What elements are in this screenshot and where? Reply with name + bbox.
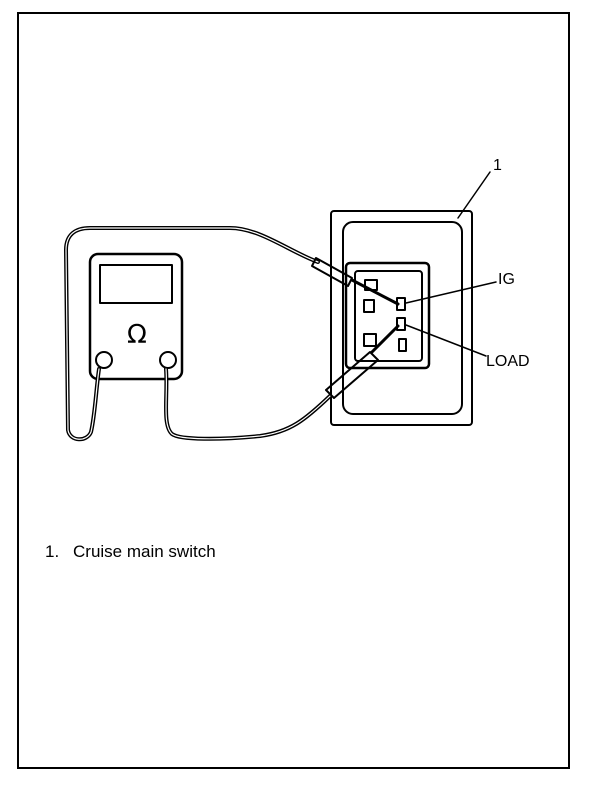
ig-label: IG [498, 271, 515, 288]
legend-item-text: Cruise main switch [73, 542, 216, 561]
leader-line-part-1 [457, 171, 491, 219]
cruise-main-switch [330, 210, 473, 426]
figure-frame [17, 12, 570, 769]
multimeter [88, 252, 184, 381]
ohm-symbol: Ω [127, 320, 147, 350]
test-lead-lower [164, 324, 400, 441]
load-terminal [396, 317, 406, 331]
legend: 1. Cruise main switch [45, 542, 216, 562]
part-number-callout: 1 [493, 157, 502, 174]
leader-line-ig [405, 281, 497, 304]
load-label: LOAD [486, 353, 530, 370]
legend-item-number: 1. [45, 542, 60, 561]
legend-item: 1. Cruise main switch [45, 542, 216, 562]
leader-line-load [405, 324, 487, 357]
test-lead-upper [64, 226, 400, 442]
